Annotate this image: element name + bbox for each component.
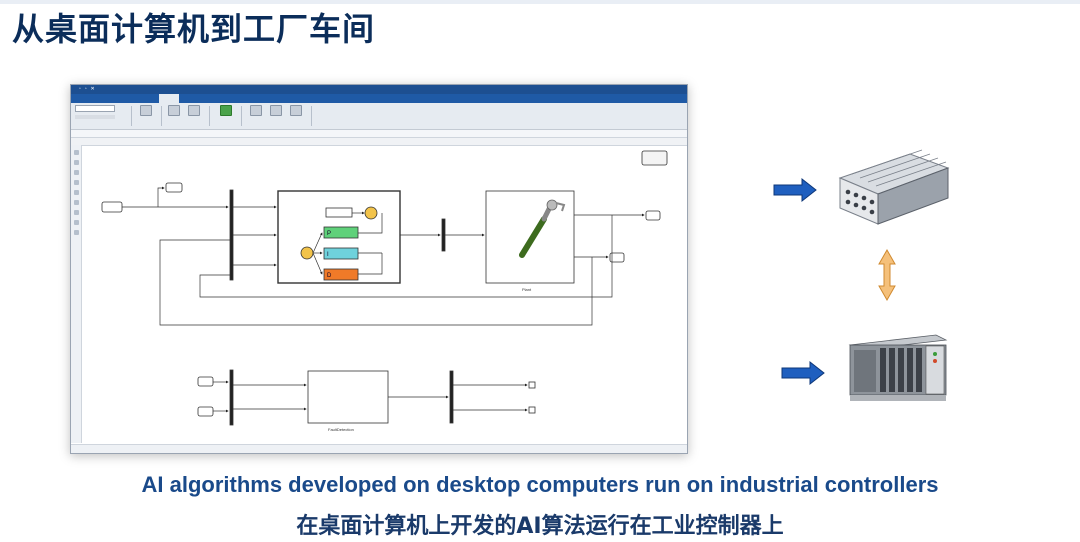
bus-selector	[441, 218, 446, 252]
p-gain-block	[323, 226, 359, 239]
d-gain-label: D	[327, 273, 332, 279]
input-block	[101, 201, 123, 213]
ribbon-tab[interactable]	[99, 94, 119, 103]
ribbon-tab[interactable]	[119, 94, 139, 103]
ribbon-tab[interactable]	[79, 94, 99, 103]
output-block	[645, 210, 661, 221]
sum-block	[300, 246, 314, 260]
arrow-right-icon	[773, 177, 817, 203]
i-gain-label: I	[327, 252, 329, 258]
input-block	[197, 406, 214, 417]
model-selector[interactable]	[75, 105, 115, 125]
top-band	[0, 0, 1080, 4]
robot-arm-image	[519, 199, 566, 258]
toolbar-button[interactable]	[247, 105, 265, 125]
ribbon-toolbar	[71, 103, 687, 130]
ribbon-tab[interactable]	[179, 94, 199, 103]
double-arrow-icon	[878, 248, 896, 302]
terminator	[528, 406, 536, 414]
window-titlebar: ▫▫✕	[71, 85, 687, 94]
arrow-right-icon	[781, 360, 825, 386]
bus-creator	[229, 189, 234, 281]
output-block	[609, 252, 625, 263]
ribbon-tabs	[71, 94, 687, 103]
toolbar-button[interactable]	[185, 105, 203, 125]
i-gain-block	[323, 247, 359, 260]
d-gain-block	[323, 268, 359, 281]
window-controls: ▫▫✕	[79, 86, 99, 92]
bus-creator	[229, 369, 234, 426]
sum-block	[364, 206, 378, 220]
settings-button[interactable]	[137, 105, 155, 125]
input-block	[197, 376, 214, 387]
classifier-label: FaultDetection	[328, 427, 354, 432]
run-button[interactable]	[217, 105, 235, 125]
slide-title: 从桌面计算机到工厂车间	[12, 10, 376, 48]
model-browser-bar	[71, 130, 687, 138]
status-bar	[71, 444, 687, 453]
ribbon-tab[interactable]	[139, 94, 159, 103]
goto-block	[165, 182, 183, 193]
classifier-subsystem	[307, 370, 389, 424]
toolbar-button[interactable]	[165, 105, 183, 125]
industrial-pc-image	[838, 149, 950, 225]
simulink-canvas: P I D Plant FaultDetection	[101, 150, 668, 432]
caption-english: AI algorithms developed on desktop compu…	[141, 472, 939, 497]
caption-chinese: 在桌面计算机上开发的AI算法运行在工业控制器上	[296, 514, 784, 539]
palette-sidebar	[71, 145, 82, 443]
toolbar-button[interactable]	[267, 105, 285, 125]
plc-controller-image	[848, 334, 948, 401]
plant-label: Plant	[522, 287, 532, 292]
filter-block	[325, 207, 353, 218]
scope-block	[641, 150, 668, 166]
terminator	[528, 381, 536, 389]
model-tabs	[71, 138, 687, 146]
p-gain-label: P	[327, 231, 331, 237]
bus-selector	[449, 370, 454, 424]
simulink-window-screenshot: ▫▫✕	[70, 84, 688, 454]
ribbon-tab-active[interactable]	[159, 94, 179, 103]
toolbar-button[interactable]	[287, 105, 305, 125]
hardware-illustration	[773, 149, 950, 401]
